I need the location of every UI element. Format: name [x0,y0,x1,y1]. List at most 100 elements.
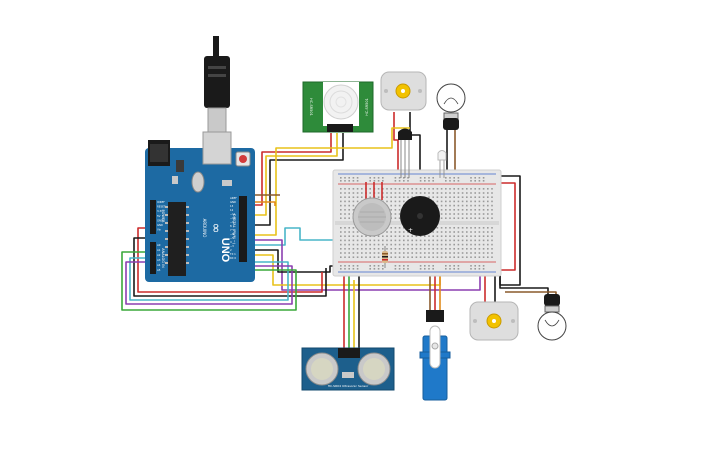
breadboard-hole [457,265,460,267]
breadboard-hole [373,239,376,242]
breadboard-hole [445,235,447,237]
breadboard-hole [352,239,355,242]
breadboard-hole [474,180,476,182]
breadboard-hole [470,188,472,190]
digital-pin-label: 8 [230,224,232,228]
reset-button-cap[interactable] [239,155,247,163]
breadboard-hole [348,217,350,219]
breadboard-hole [386,243,388,246]
light-bulb-top [436,83,466,130]
breadboard-hole [457,188,460,190]
breadboard-hole [470,204,472,207]
power-pin-label: GND [157,218,163,222]
breadboard-hole [373,256,376,258]
breadboard-hole [377,180,380,182]
breadboard-hole [424,177,426,179]
bulb-bottom-base [544,294,560,306]
breadboard-hole [432,268,434,270]
breadboard-hole [457,243,460,246]
breadboard-hole [428,248,430,250]
breadboard-hole [445,209,447,211]
breadboard-hole [424,243,426,246]
breadboard-hole [356,177,359,179]
digital-pin-label: ~6 [230,232,234,236]
power-pin-label: RESET [157,205,166,209]
breadboard-hole [449,265,451,267]
breadboard-hole [466,243,468,246]
breadboard-hole [386,200,388,203]
breadboard-hole [340,256,342,258]
breadboard-hole [382,243,384,246]
breadboard-hole [340,177,342,179]
breadboard-hole [394,248,397,250]
breadboard-hole [478,209,481,211]
breadboard-hole [348,177,350,179]
breadboard-hole [340,243,342,246]
breadboard-hole [474,204,476,207]
breadboard-hole [449,200,451,203]
breadboard-hole [445,268,447,270]
breadboard-hole [344,248,346,250]
breadboard-hole [394,177,397,179]
breadboard-hole [470,213,472,215]
breadboard-hole [340,209,342,211]
breadboard-hole [348,188,350,190]
breadboard-hole [466,227,468,229]
breadboard-hole [453,227,455,229]
breadboard-hole [403,268,405,270]
breadboard-hole [457,192,460,194]
breadboard-hole [432,256,434,258]
breadboard-hole [369,256,371,258]
breadboard-hole [352,256,355,258]
breadboard-hole [445,204,447,207]
breadboard-hole [403,200,405,203]
digital-pin-label: ~11 [230,212,236,216]
analog-pin-label: A2 [157,253,161,257]
breadboard-hole [466,235,468,237]
breadboard-hole [352,188,355,190]
breadboard-hole [340,235,342,237]
breadboard-hole [487,243,489,246]
breadboard-hole [478,248,481,250]
breadboard-hole [461,252,464,254]
light-bulb-bottom [537,294,567,341]
breadboard-hole [478,227,481,229]
breadboard-hole [344,180,346,182]
breadboard-hole [373,248,376,250]
led [437,150,447,178]
breadboard-hole [373,252,376,254]
breadboard-hole [428,252,430,254]
breadboard-hole [373,265,376,267]
analog-pin-label: A5 [157,268,161,272]
power-pin-label: GND [157,223,163,227]
breadboard-hole [436,243,439,246]
breadboard-hole [487,192,489,194]
breadboard-hole [440,213,443,215]
breadboard-hole [386,188,388,190]
breadboard-hole [382,177,384,179]
breadboard-hole [466,252,468,254]
breadboard-hole [478,213,481,215]
breadboard-hole [449,204,451,207]
breadboard-hole [419,177,422,179]
breadboard-hole [344,196,346,198]
breadboard-hole [369,265,371,267]
breadboard-hole [369,243,371,246]
breadboard-hole [466,217,468,219]
breadboard-hole [377,239,380,242]
breadboard-hole [436,252,439,254]
breadboard-hole [369,180,371,182]
breadboard-hole [432,252,434,254]
breadboard-hole [453,243,455,246]
breadboard-hole [352,248,355,250]
breadboard-hole [428,192,430,194]
breadboard-hole [390,227,392,229]
breadboard-hole [470,265,472,267]
breadboard-hole [394,188,397,190]
breadboard-hole [449,231,451,233]
wire-motor-top-black [409,112,421,180]
breadboard-hole [398,177,401,179]
breadboard-hole [432,180,434,182]
